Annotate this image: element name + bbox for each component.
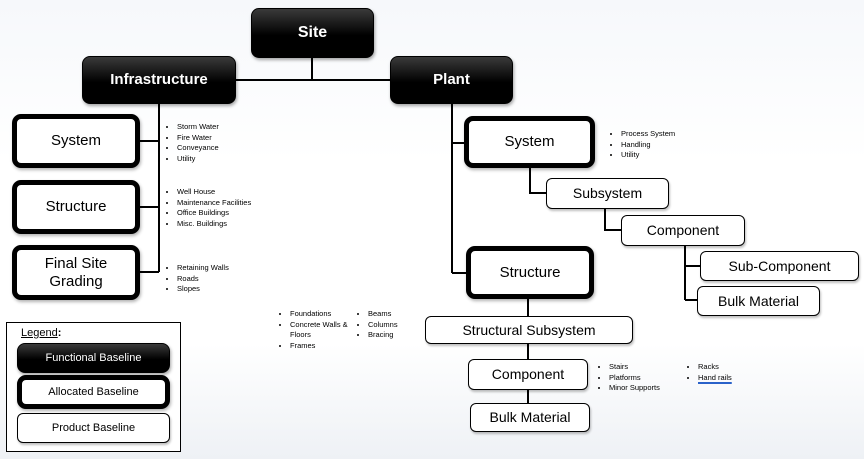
list-item: Handling [621, 140, 675, 151]
bulk-material-bottom-node: Bulk Material [470, 403, 590, 432]
infra-structure-node: Structure [12, 180, 140, 234]
list-item: Well House [177, 187, 251, 198]
subsystem-node: Subsystem [546, 178, 669, 209]
list-item: Beams [368, 309, 398, 320]
list-item: Minor Supports [609, 383, 660, 394]
legend-allocated: Allocated Baseline [17, 375, 170, 409]
list-item: Bracing [368, 330, 398, 341]
bulk-material-bottom-label: Bulk Material [489, 409, 571, 426]
list-item: Misc. Buildings [177, 219, 251, 230]
list-item: Columns [368, 320, 398, 331]
legend-allocated-label: Allocated Baseline [48, 385, 139, 398]
list-item: Office Buildings [177, 208, 251, 219]
list-item: Foundations [290, 309, 368, 320]
component-bottom-label: Component [491, 366, 565, 383]
final-grading-label: Final Site Grading [44, 255, 108, 290]
infra-system-node: System [12, 114, 140, 168]
list-item: Platforms [609, 373, 660, 384]
sub-component-label: Sub-Component [728, 257, 831, 274]
final-grading-node: Final Site Grading [12, 245, 140, 300]
legend-title-text: Legend [21, 327, 58, 339]
list-item: Storm Water [177, 122, 219, 133]
structural-subsystem-node: Structural Subsystem [425, 316, 633, 344]
legend-product-label: Product Baseline [51, 421, 136, 434]
plant-system-node: System [464, 116, 595, 168]
plant-system-label: System [504, 133, 555, 151]
structure-list-col1: Foundations Concrete Walls & Floors Fram… [278, 309, 368, 351]
subsystem-label: Subsystem [572, 185, 643, 202]
list-item: Process System [621, 129, 675, 140]
infra-structure-list: Well House Maintenance Facilities Office… [165, 187, 251, 229]
plant-label: Plant [433, 71, 470, 89]
site-label: Site [297, 23, 328, 41]
component-top-label: Component [646, 222, 720, 239]
sub-component-node: Sub-Component [700, 251, 859, 281]
infrastructure-label: Infrastructure [110, 71, 208, 89]
list-item: Utility [177, 154, 219, 165]
site-node: Site [251, 8, 374, 58]
legend-title: Legend: [21, 327, 61, 339]
list-item: Fire Water [177, 133, 219, 144]
plant-structure-node: Structure [466, 246, 594, 299]
plant-node: Plant [390, 56, 513, 104]
list-item: Maintenance Facilities [177, 198, 251, 209]
plant-system-list: Process System Handling Utility [609, 129, 675, 161]
bulk-material-top-node: Bulk Material [697, 286, 820, 316]
list-item: Concrete Walls & Floors [290, 320, 368, 341]
list-item: Hand rails [698, 373, 732, 384]
list-item: Roads [177, 274, 229, 285]
list-item: Racks [698, 362, 732, 373]
infra-system-list: Storm Water Fire Water Conveyance Utilit… [165, 122, 219, 164]
legend-colon: : [57, 327, 62, 339]
list-item: Frames [290, 341, 368, 352]
list-item: Slopes [177, 284, 229, 295]
bulk-material-top-label: Bulk Material [718, 292, 799, 309]
legend-functional-label: Functional Baseline [45, 351, 142, 364]
legend: Legend: Functional Baseline Allocated Ba… [6, 322, 181, 452]
infra-system-label: System [50, 132, 101, 150]
plant-structure-label: Structure [499, 263, 561, 281]
hand-rails-text: Hand rails [698, 372, 732, 382]
component-list-col2: Racks Hand rails [686, 362, 732, 383]
component-bottom-node: Component [468, 359, 588, 390]
infrastructure-node: Infrastructure [82, 56, 236, 104]
list-item: Utility [621, 150, 675, 161]
list-item: Stairs [609, 362, 660, 373]
structural-subsystem-label: Structural Subsystem [462, 321, 596, 338]
final-grading-list: Retaining Walls Roads Slopes [165, 263, 229, 295]
legend-product: Product Baseline [17, 413, 170, 443]
component-list-col1: Stairs Platforms Minor Supports [597, 362, 660, 394]
component-top-node: Component [621, 215, 745, 246]
list-item: Retaining Walls [177, 263, 229, 274]
list-item: Conveyance [177, 143, 219, 154]
structure-list-col2: Beams Columns Bracing [356, 309, 398, 341]
legend-functional: Functional Baseline [17, 343, 170, 373]
infra-structure-label: Structure [45, 198, 107, 216]
